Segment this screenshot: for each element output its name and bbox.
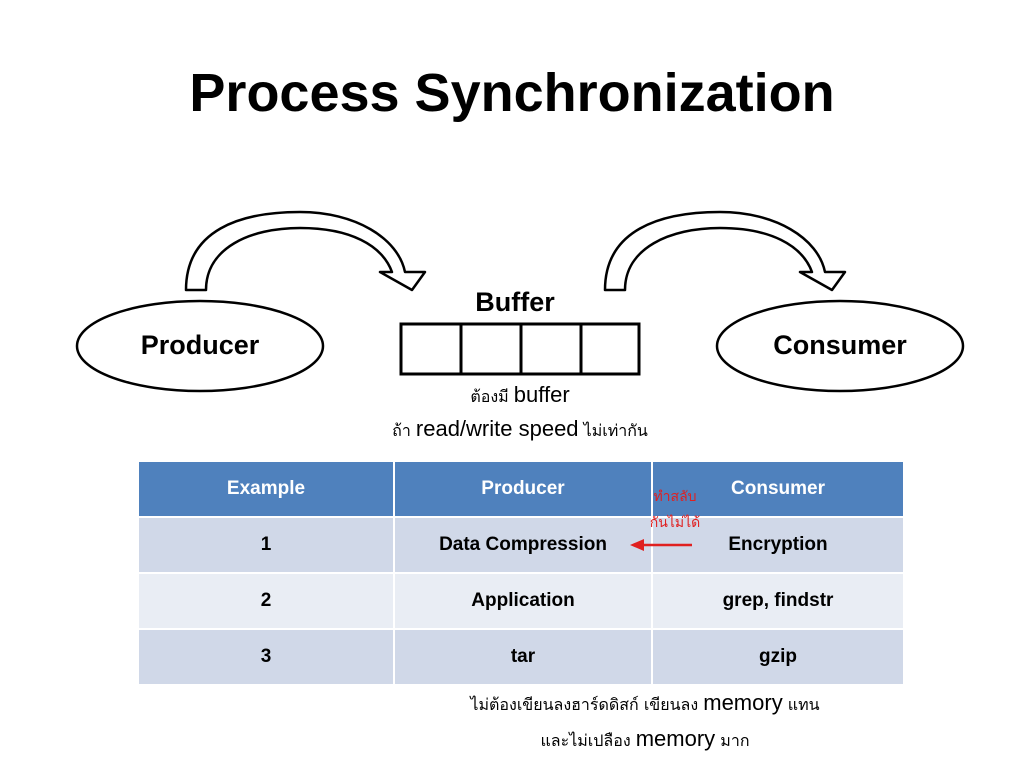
producer-label: Producer	[140, 330, 260, 360]
note-en: buffer	[513, 382, 570, 407]
table-cell: gzip	[651, 628, 905, 686]
table-header-row: Example Producer Consumer	[137, 460, 905, 518]
table-cell: Encryption	[651, 516, 905, 574]
footer-en: memory	[635, 726, 716, 751]
consumer-label: Consumer	[773, 330, 907, 360]
curved-arrow-left-icon	[184, 210, 427, 292]
examples-table: Example Producer Consumer 1 Data Compres…	[137, 460, 905, 686]
curved-arrow-right-icon	[603, 210, 847, 292]
table-cell: grep, findstr	[651, 572, 905, 630]
slide-title: Process Synchronization	[189, 63, 835, 123]
consumer-ellipse	[715, 299, 965, 393]
buffer-cell	[579, 322, 641, 376]
footer-thai-post: แทน	[787, 695, 820, 714]
note-en: read/write speed	[415, 416, 579, 441]
buffer-label: Buffer	[475, 287, 555, 317]
table-cell: Data Compression	[393, 516, 653, 574]
note-thai-post: ไม่เท่ากัน	[583, 421, 648, 440]
side-note-line2: กันไม่ได้	[649, 515, 701, 531]
table-row: 2 Application grep, findstr	[137, 572, 905, 630]
footer-thai: ไม่ต้องเขียนลงฮาร์ดดิสก์ เขียนลง	[470, 695, 699, 714]
table-cell: 2	[137, 572, 395, 630]
table-row: 3 tar gzip	[137, 628, 905, 686]
note-thai-pre: ถ้า	[392, 421, 411, 440]
table-cell: Application	[393, 572, 653, 630]
header-consumer: Consumer	[651, 460, 905, 518]
footer-line1: ไม่ต้องเขียนลงฮาร์ดดิสก์ เขียนลง memory …	[380, 686, 910, 722]
red-left-arrow-icon	[630, 539, 692, 551]
footer-en: memory	[703, 690, 783, 715]
buffer-cells	[399, 322, 641, 376]
table-cell: 1	[137, 516, 395, 574]
note-thai: ต้องมี	[470, 387, 509, 406]
footer-thai-post: มาก	[720, 731, 750, 750]
producer-ellipse	[75, 299, 325, 393]
buffer-cell	[399, 322, 463, 376]
table-row: 1 Data Compression Encryption	[137, 516, 905, 574]
header-producer: Producer	[393, 460, 653, 518]
table-cell: tar	[393, 628, 653, 686]
footer-line2: และไม่เปลือง memory มาก	[380, 722, 910, 758]
footer-thai: และไม่เปลือง	[540, 731, 631, 750]
header-example: Example	[137, 460, 395, 518]
swap-side-note: ทำสลับ กันไม่ได้	[640, 484, 710, 536]
footer-note: ไม่ต้องเขียนลงฮาร์ดดิสก์ เขียนลง memory …	[380, 686, 910, 758]
side-note-line1: ทำสลับ	[653, 489, 697, 505]
producer-consumer-diagram	[75, 210, 965, 393]
table-cell: 3	[137, 628, 395, 686]
buffer-note-line2: ถ้า read/write speed ไม่เท่ากัน	[250, 416, 790, 444]
buffer-note-line1: ต้องมี buffer	[300, 382, 740, 410]
